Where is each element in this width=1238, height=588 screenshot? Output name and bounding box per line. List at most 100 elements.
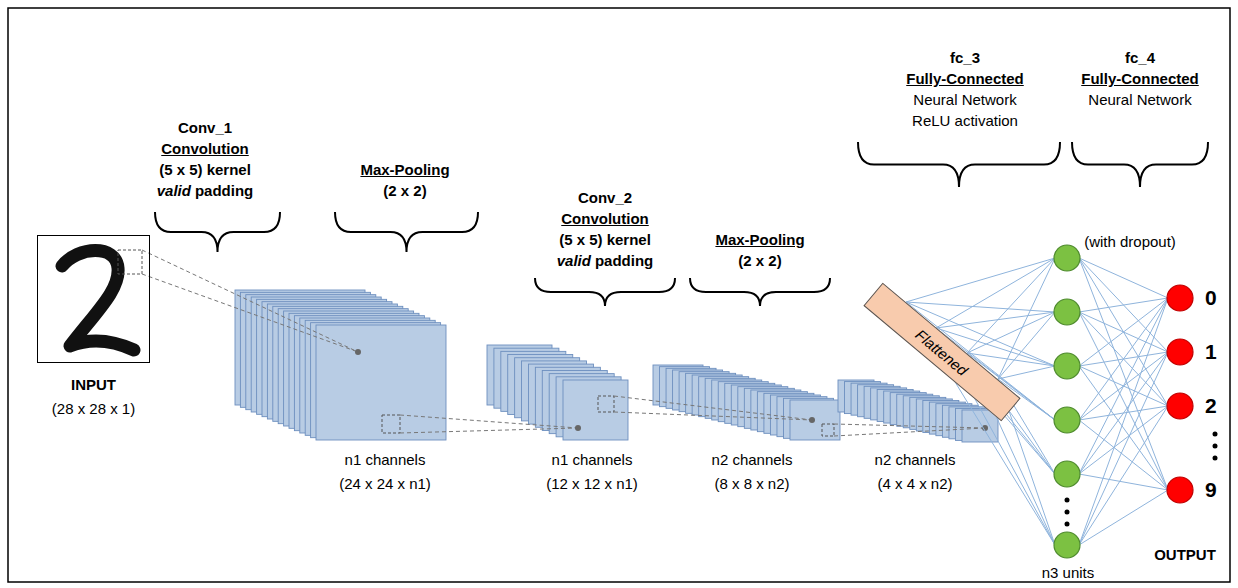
ellipsis-dot: [1213, 456, 1218, 461]
feature-map-layer: [790, 400, 840, 440]
layer-label: valid: [157, 182, 191, 199]
layer-label: Max-Pooling: [715, 231, 804, 248]
dense-connection: [906, 258, 1055, 302]
dense-connection: [1079, 352, 1168, 545]
label-line: Fully-Connected: [1081, 69, 1199, 88]
receptive-field: [382, 415, 400, 433]
curly-brace: [535, 278, 675, 306]
label-line: (5 x 5) kernel: [159, 160, 251, 179]
label-line: Neural Network: [1088, 90, 1191, 109]
layer-label: Conv_1: [178, 119, 232, 136]
output-unit: 0: [1165, 285, 1219, 311]
ellipsis-dot: [1065, 522, 1070, 527]
dense-connection: [906, 302, 1055, 312]
output-unit: 1: [1165, 339, 1219, 365]
dashed-leader: [614, 396, 812, 420]
output-circle: [1165, 391, 1195, 421]
layer-label: Max-Pooling: [360, 161, 449, 178]
ellipsis-dot: [1065, 498, 1070, 503]
curly-brace: [335, 212, 478, 252]
dense-connection: [998, 312, 1055, 379]
layer-label: Fully-Connected: [1081, 70, 1199, 87]
ellipsis-dot: [1065, 510, 1070, 515]
receptive-field: [118, 250, 142, 274]
layer-label: Fully-Connected: [906, 70, 1024, 87]
ellipsis-dot: [1213, 444, 1218, 449]
feature-map-stack: n1 channels(24 x 24 x n1): [339, 448, 431, 496]
output-circle-shape: [1167, 285, 1193, 311]
label-line: Max-Pooling: [360, 160, 449, 179]
target-dot: [355, 349, 361, 355]
label-line: fc_4: [1125, 48, 1155, 67]
dense-connection: [1079, 406, 1168, 545]
dense-connection: [967, 258, 1055, 353]
dense-connection: [967, 312, 1055, 353]
layer-label: Conv_2: [578, 189, 632, 206]
dashed-leader: [142, 274, 358, 352]
label-line: ReLU activation: [912, 111, 1018, 130]
curly-brace: [858, 142, 1060, 187]
feature-map-layer: [316, 325, 446, 440]
node-text: n2 channels: [712, 448, 793, 472]
layer-label: (with dropout): [1084, 233, 1176, 250]
layer-label: fc_4: [1125, 49, 1155, 66]
target-dot: [809, 417, 815, 423]
dense-connection: [1079, 406, 1168, 474]
dense-connection: [1079, 366, 1168, 490]
hidden-unit: [1054, 461, 1080, 487]
label-line: Convolution: [561, 209, 648, 228]
layer-label: Convolution: [161, 140, 248, 157]
label-line: (5 x 5) kernel: [559, 230, 651, 249]
label-line: Convolution: [161, 139, 248, 158]
label-line: validpadding: [157, 181, 254, 200]
dense-connection: [1079, 298, 1168, 312]
dense-connection: [998, 258, 1055, 379]
dense-connection: [1079, 298, 1168, 545]
node-text: n2 channels: [875, 448, 956, 472]
layer-label: n3 units: [1042, 564, 1095, 581]
feature-map-layer: [563, 380, 628, 440]
label-line: Conv_2: [578, 188, 632, 207]
hidden-unit: [1054, 407, 1080, 433]
curly-brace: [1072, 142, 1208, 187]
curly-brace: [155, 212, 280, 252]
layer-label: Convolution: [561, 210, 648, 227]
layer-label: ReLU activation: [912, 112, 1018, 129]
input-image: INPUT(28 x 28 x 1): [37, 235, 150, 363]
label-line: OUTPUT: [1154, 545, 1216, 564]
feature-map-stack: n2 channels(8 x 8 x n2): [712, 448, 793, 496]
dashed-leader: [400, 415, 578, 428]
label-line: Neural Network: [913, 90, 1016, 109]
node-text: (28 x 28 x 1): [52, 400, 135, 417]
hidden-unit: [1054, 532, 1080, 558]
dense-connection: [1079, 298, 1168, 420]
layer-label: Neural Network: [1088, 91, 1191, 108]
dense-connection: [1079, 258, 1168, 490]
hidden-unit: [1054, 353, 1080, 379]
frame: [8, 8, 1230, 582]
node-text: (12 x 12 x n1): [546, 472, 638, 496]
label-line: (2 x 2): [738, 251, 781, 270]
dashed-leader: [614, 412, 812, 420]
label-line: validpadding: [557, 251, 654, 270]
layer-label: padding: [595, 252, 653, 269]
dashed-leader: [834, 424, 985, 428]
node-text: (8 x 8 x n2): [712, 472, 793, 496]
dense-connection: [1079, 352, 1168, 474]
node-text: n1 channels: [339, 448, 431, 472]
output-circle: [1165, 283, 1195, 313]
label-line: n3 units: [1042, 563, 1095, 582]
feature-map-stack: n1 channels(12 x 12 x n1): [546, 448, 638, 496]
label-line: (2 x 2): [383, 181, 426, 200]
target-dot: [575, 425, 581, 431]
dense-connection: [1079, 298, 1168, 366]
dense-connection: [936, 258, 1055, 328]
label-line: (with dropout): [1081, 232, 1179, 251]
node-text: (24 x 24 x n1): [339, 472, 431, 496]
flattened-band: Flattened: [863, 283, 1020, 422]
dense-connection: [998, 366, 1055, 379]
curly-brace: [690, 278, 830, 306]
layer-label: (2 x 2): [383, 182, 426, 199]
